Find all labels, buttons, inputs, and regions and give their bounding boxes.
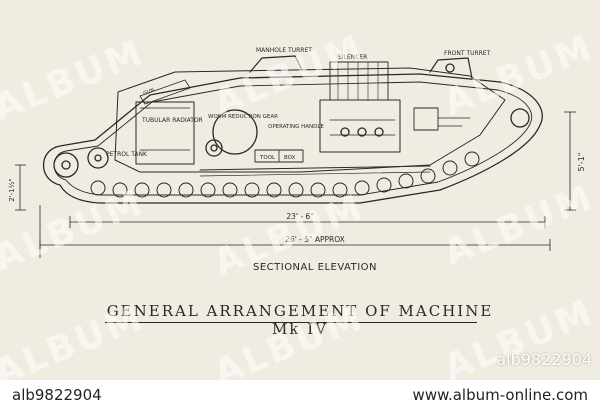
road-wheels [90, 151, 480, 198]
engine-block [319, 99, 401, 153]
label-manhole-turret: MANHOLE TURRET [256, 47, 312, 54]
label-operating-handle: OPERATING HANDLE [268, 124, 324, 130]
silencer [329, 61, 389, 101]
watermark-stock-id: alb9822904 [496, 350, 592, 369]
front-turret [429, 57, 473, 79]
label-box: BOX [284, 155, 296, 161]
drive-sprocket [87, 147, 109, 169]
label-tool: TOOL [259, 155, 276, 161]
label-petrol-tank: PETROL TANK [106, 151, 148, 158]
hull-body [114, 67, 506, 173]
label-front-turret: FRONT TURRET [444, 50, 491, 57]
title-underline [105, 322, 477, 323]
dim-height-right: 5'-1" [577, 153, 586, 172]
tank-sectional-drawing: MANHOLE TURRET FRONT TURRET SILENCER GUN… [8, 47, 586, 258]
drawing-paper [0, 0, 600, 380]
footer-bar: alb9822904 www.album-online.com [0, 380, 600, 410]
footer-image-id: alb9822904 [12, 386, 102, 404]
dim-length-inner: 23' - 6" [286, 212, 313, 221]
footer-site-link[interactable]: www.album-online.com [412, 386, 588, 404]
manhole-turret [249, 55, 303, 73]
drawing-title: GENERAL ARRANGEMENT OF MACHINE Mk IV [106, 302, 494, 338]
front-idler [510, 108, 530, 128]
label-silencer: SILENCER [338, 54, 367, 61]
rear-idler [53, 152, 79, 178]
label-gun: GUN [143, 87, 156, 97]
worm-gear [212, 109, 258, 155]
label-worm-reduction-gear: WORM REDUCTION GEAR [208, 114, 278, 120]
track-outline [43, 73, 543, 204]
gun-mount [413, 107, 439, 131]
dim-height-left: 2'-1½" [8, 178, 16, 201]
label-tubular-radiator: TUBULAR RADIATOR [141, 117, 203, 124]
radiator [135, 101, 195, 165]
dim-length-overall: 26' - 5" APPROX [285, 235, 345, 244]
label-board [139, 79, 191, 105]
sectional-elevation-caption: SECTIONAL ELEVATION [252, 262, 378, 273]
